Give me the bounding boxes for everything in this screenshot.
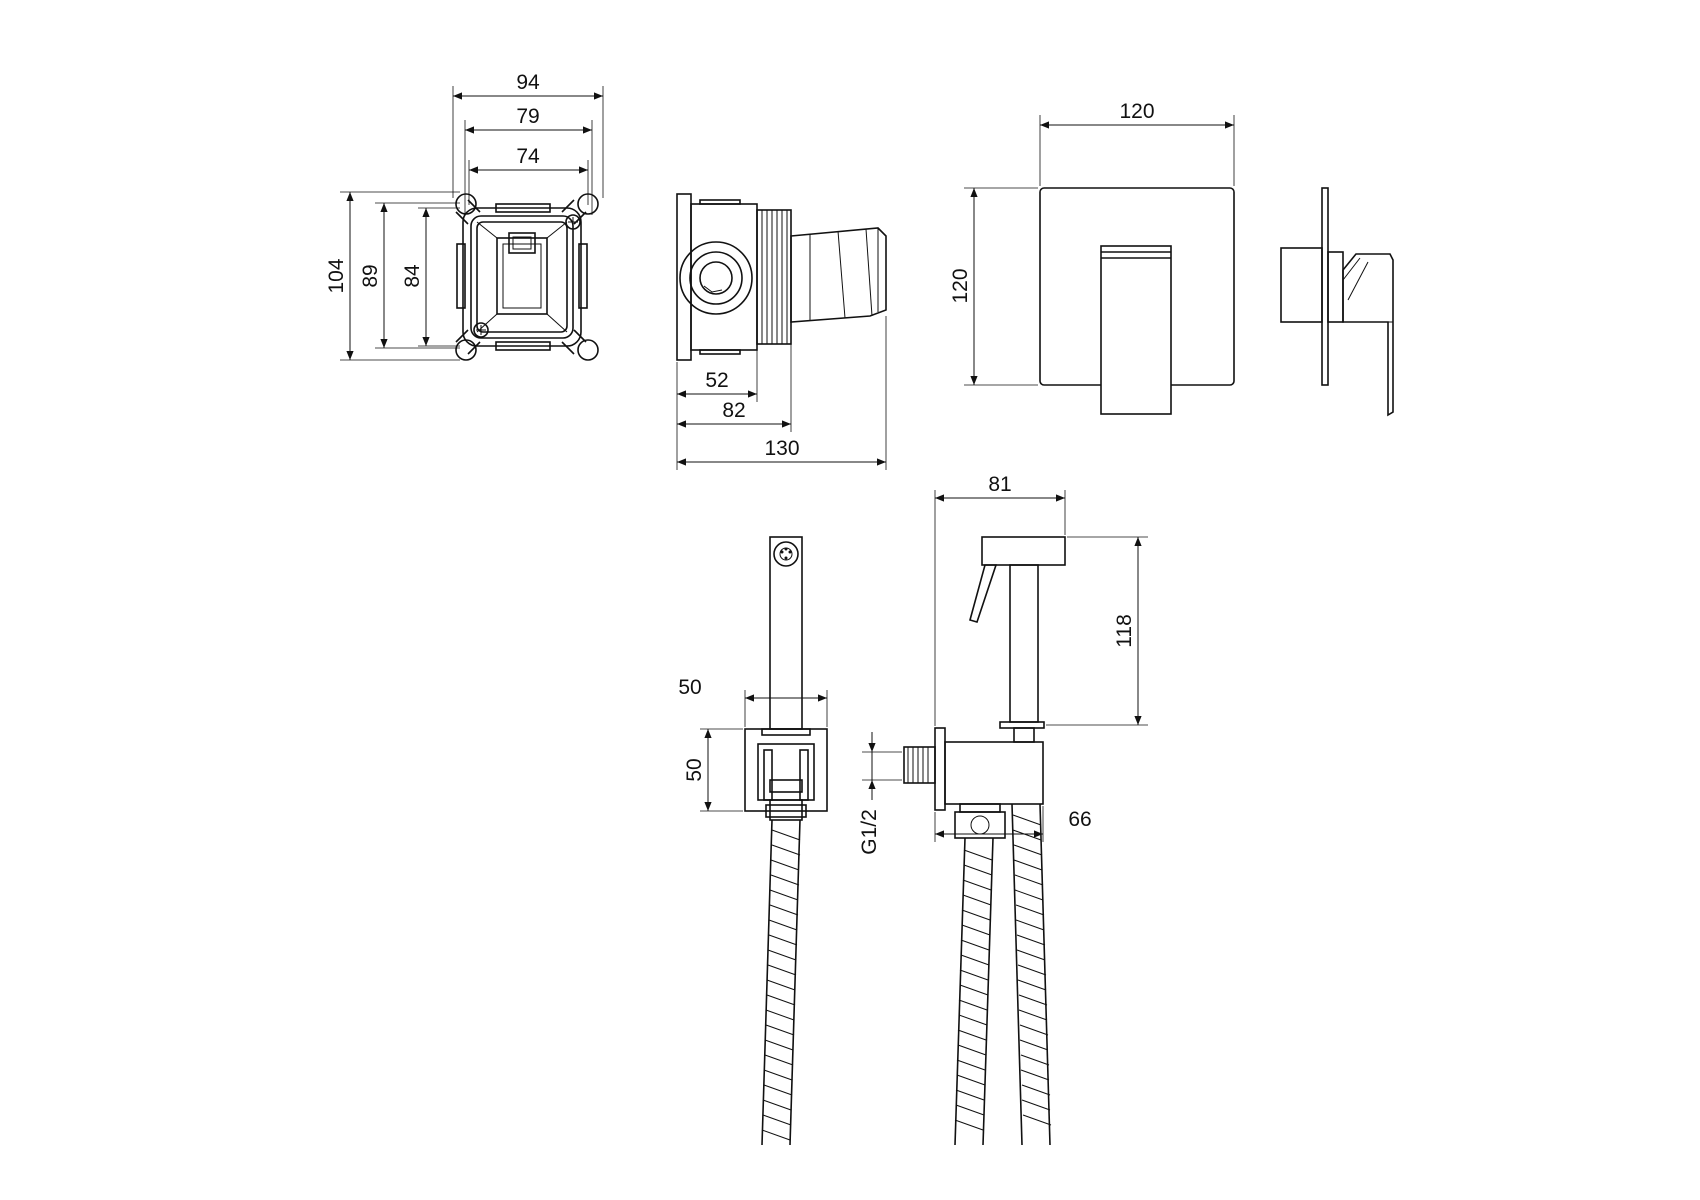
rough-in-box-front-view — [455, 193, 599, 361]
dimension-holder-height: 50 — [683, 728, 743, 812]
cover-plate-front-view — [1039, 187, 1235, 415]
dimension-label: 118 — [1113, 614, 1136, 647]
cover-plate-side-view — [1280, 187, 1394, 417]
thread-lines — [761, 210, 788, 344]
dimension-label: 82 — [722, 399, 745, 422]
dimension-box-height-inner: 84 — [401, 207, 460, 347]
dimension-label: 79 — [516, 105, 539, 128]
dimension-side-depth-2: 82 — [677, 344, 792, 432]
dimension-label: 50 — [678, 676, 701, 699]
dimension-box-height-mid: 89 — [359, 202, 460, 349]
dimension-label: 66 — [1068, 808, 1091, 831]
dimension-holder-width: 50 — [678, 676, 828, 727]
dimension-spray-reach: 81 — [934, 473, 1066, 726]
mounting-ear — [561, 329, 599, 361]
dimension-label: 94 — [516, 71, 540, 94]
dimension-label: 50 — [683, 758, 706, 781]
hand-spray-holder-front-view — [744, 536, 828, 1146]
dimension-side-depth-total: 130 — [677, 316, 887, 470]
dimension-plate-height: 120 — [949, 187, 1038, 386]
dimension-label: 52 — [705, 369, 728, 392]
dimension-label: 74 — [516, 145, 540, 168]
dimension-box-width-mid: 79 — [464, 105, 593, 215]
dimension-box-width-inner: 74 — [468, 145, 589, 205]
mounting-ear — [455, 193, 481, 225]
dimension-spray-height: 118 — [1046, 536, 1148, 726]
dimension-label: 130 — [764, 437, 799, 460]
rough-in-box-side-view — [676, 193, 887, 361]
dimension-label: 120 — [1119, 100, 1154, 123]
dimension-label: 89 — [359, 264, 382, 287]
dimension-plate-width: 120 — [1039, 100, 1235, 186]
dimension-label: 104 — [325, 258, 348, 293]
dimension-outlet-depth: 66 — [934, 806, 1092, 842]
spray-nozzle-icon — [780, 547, 792, 560]
dimension-thread-size: G1/2 — [858, 732, 902, 855]
dimension-label: 81 — [988, 473, 1011, 496]
dimension-label: 84 — [401, 264, 424, 288]
screw-icon — [473, 322, 489, 338]
dimension-box-height-outer: 104 — [325, 191, 460, 361]
hand-spray-holder-side-view — [903, 536, 1066, 1146]
dimension-label: 120 — [949, 268, 972, 303]
dimension-side-depth-1: 52 — [676, 350, 758, 470]
screw-icon — [565, 214, 581, 230]
dimension-box-width-outer: 94 — [452, 71, 604, 198]
dimension-label: G1/2 — [858, 809, 881, 855]
